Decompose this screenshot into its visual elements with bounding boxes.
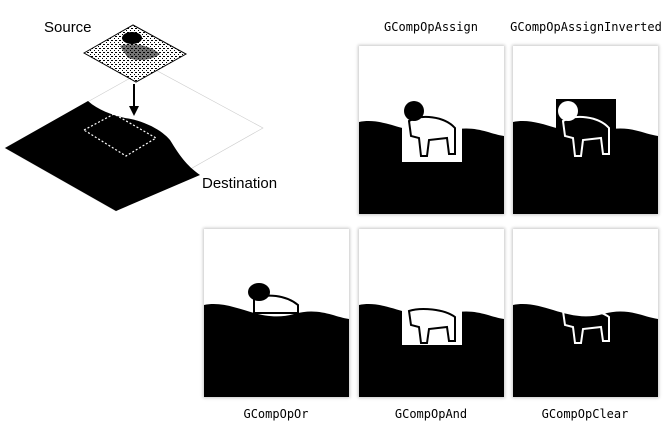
result-panel-assign bbox=[359, 46, 504, 214]
op-label-assign-inverted: GCompOpAssignInverted bbox=[510, 20, 662, 34]
op-label-or: GCompOpOr bbox=[243, 407, 309, 421]
destination-shape bbox=[513, 121, 658, 214]
destination-shape bbox=[513, 304, 658, 397]
pug-body bbox=[561, 115, 610, 157]
pug-body bbox=[407, 308, 456, 344]
source-label: Source bbox=[44, 19, 92, 36]
source-rect-white bbox=[402, 309, 462, 345]
result-panel-assign-inverted bbox=[513, 46, 658, 214]
pug-body bbox=[561, 308, 610, 344]
pug-body bbox=[253, 294, 299, 314]
destination-shape bbox=[359, 304, 504, 397]
destination-shape bbox=[204, 304, 349, 397]
pug-body bbox=[407, 115, 456, 157]
pug-head bbox=[248, 283, 270, 301]
target-region-outline bbox=[82, 113, 158, 157]
source-pug-head bbox=[122, 32, 142, 44]
op-label-assign: GCompOpAssign bbox=[384, 20, 478, 34]
arrow-down-icon bbox=[129, 106, 139, 116]
pug-head bbox=[558, 101, 578, 121]
compositing-diagram bbox=[4, 24, 264, 212]
op-label-clear: GCompOpClear bbox=[541, 407, 629, 421]
source-pug-body bbox=[120, 44, 160, 61]
result-panel-or bbox=[204, 229, 349, 397]
pug-head bbox=[404, 101, 424, 121]
result-panel-clear bbox=[513, 229, 658, 397]
op-label-and: GCompOpAnd bbox=[394, 407, 468, 421]
destination-shape bbox=[359, 121, 504, 214]
destination-label: Destination bbox=[202, 175, 278, 192]
destination-black-region bbox=[5, 101, 200, 211]
result-panel-and bbox=[359, 229, 504, 397]
